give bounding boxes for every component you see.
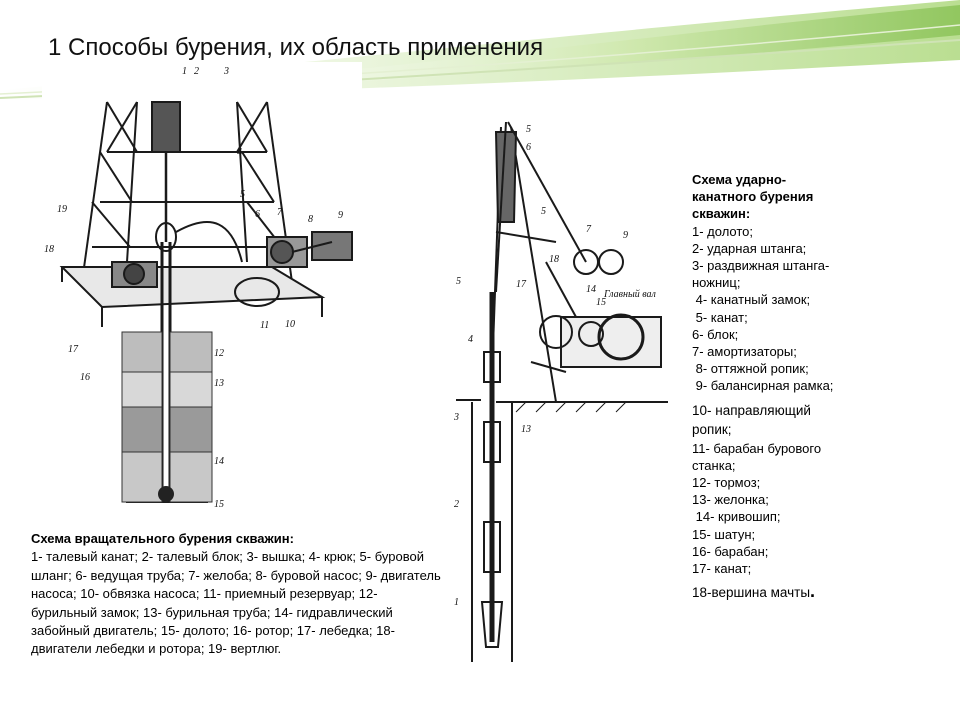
pcallout-5a: 5 bbox=[541, 206, 546, 217]
percussion-item: 1- долото; bbox=[692, 223, 754, 239]
percussion-drilling-diagram: 5 6 5 7 9 14 15 Главный вал 18 17 5 4 3 … bbox=[436, 102, 668, 672]
percussion-item: 8- оттяжной ропик; bbox=[692, 361, 809, 377]
callout-9: 9 bbox=[338, 210, 343, 221]
callout-17: 17 bbox=[68, 344, 79, 355]
percussion-item: 13- желонка; bbox=[692, 492, 769, 508]
pcallout-13: 13 bbox=[521, 424, 531, 435]
slide-title: 1 Способы бурения, их область применения bbox=[48, 34, 544, 62]
percussion-item: ропик; bbox=[692, 422, 732, 438]
percussion-rig-drawing: 5 6 5 7 9 14 15 Главный вал 18 17 5 4 3 … bbox=[453, 121, 668, 662]
pcallout-1: 1 bbox=[454, 597, 459, 608]
callout-11: 11 bbox=[260, 320, 269, 331]
callout-5: 5 bbox=[240, 189, 245, 200]
percussion-item: 14- кривошип; bbox=[692, 509, 781, 525]
callout-6: 6 bbox=[255, 209, 260, 220]
pcallout-7: 6 bbox=[526, 142, 531, 153]
callout-13: 13 bbox=[214, 378, 224, 389]
pcallout-2: 2 bbox=[454, 499, 459, 510]
percussion-item: станка; bbox=[692, 457, 736, 473]
percussion-item: 11- барабан бурового bbox=[692, 440, 822, 456]
pcallout-4: 4 bbox=[468, 334, 473, 345]
percussion-item: 6- блок; bbox=[692, 326, 739, 342]
percussion-last-item: 18-вершина мачты. bbox=[692, 581, 872, 602]
percussion-heading-line-2: канатного бурения bbox=[692, 189, 814, 205]
callout-2: 2 bbox=[194, 66, 199, 77]
percussion-heading-line-3: скважин: bbox=[692, 206, 751, 222]
pcallout-5: 5 bbox=[456, 276, 461, 287]
pcallout-3: 3 bbox=[453, 412, 459, 423]
percussion-item: 4- канатный замок; bbox=[692, 292, 811, 308]
rotary-caption-legend: 1- талевый канат; 2- талевый блок; 3- вы… bbox=[31, 549, 441, 657]
pcallout-17: 17 bbox=[516, 279, 527, 290]
callout-10: 10 bbox=[285, 319, 295, 330]
percussion-item: ножниц; bbox=[692, 275, 741, 291]
callout-3: 3 bbox=[223, 66, 229, 77]
rotary-rig-drawing: 1 2 3 4 5 6 7 8 9 10 11 12 13 14 15 16 1… bbox=[44, 66, 353, 510]
pcallout-9: 9 bbox=[623, 230, 628, 241]
percussion-item: 12- тормоз; bbox=[692, 475, 761, 491]
callout-12: 12 bbox=[214, 348, 224, 359]
pcallout-15: 15 bbox=[596, 297, 606, 308]
pcallout-6: 5 bbox=[526, 124, 531, 135]
callout-16: 16 bbox=[80, 372, 90, 383]
percussion-item: 9- балансирная рамка; bbox=[692, 378, 834, 394]
callout-14: 14 bbox=[214, 456, 224, 467]
percussion-item: 5- канат; bbox=[692, 309, 748, 325]
percussion-item: 3- раздвижная штанга- bbox=[692, 258, 830, 274]
callout-7: 7 bbox=[277, 207, 283, 218]
pcallout-8: 7 bbox=[586, 224, 592, 235]
rotary-caption-heading: Схема вращательного бурения скважин: bbox=[31, 531, 294, 546]
percussion-last-dot: . bbox=[810, 581, 816, 602]
pcallout-14: 14 bbox=[586, 284, 596, 295]
percussion-caption: Схема ударно- канатного бурения скважин:… bbox=[692, 171, 872, 601]
rotary-caption: Схема вращательного бурения скважин: 1- … bbox=[31, 530, 441, 659]
main-shaft-label: Главный вал bbox=[603, 289, 656, 300]
callout-19: 19 bbox=[57, 204, 67, 215]
callout-1: 1 bbox=[182, 66, 187, 77]
pcallout-18: 18 bbox=[549, 254, 559, 265]
callout-8: 8 bbox=[308, 214, 313, 225]
rotary-drilling-diagram: 1 2 3 4 5 6 7 8 9 10 11 12 13 14 15 16 1… bbox=[42, 62, 362, 514]
percussion-item: 16- барабан; bbox=[692, 543, 769, 559]
percussion-item: 15- шатун; bbox=[692, 526, 756, 542]
callout-4: 4 bbox=[237, 147, 242, 158]
callout-15: 15 bbox=[214, 499, 224, 510]
callout-18: 18 bbox=[44, 244, 54, 255]
percussion-item: 2- ударная штанга; bbox=[692, 240, 807, 256]
percussion-item: 10- направляющий bbox=[692, 402, 811, 418]
percussion-heading-line-1: Схема ударно- bbox=[692, 172, 787, 187]
percussion-item: 17- канат; bbox=[692, 561, 752, 577]
percussion-item: 7- амортизаторы; bbox=[692, 344, 797, 360]
percussion-last-item-text: 18-вершина мачты bbox=[692, 585, 811, 601]
